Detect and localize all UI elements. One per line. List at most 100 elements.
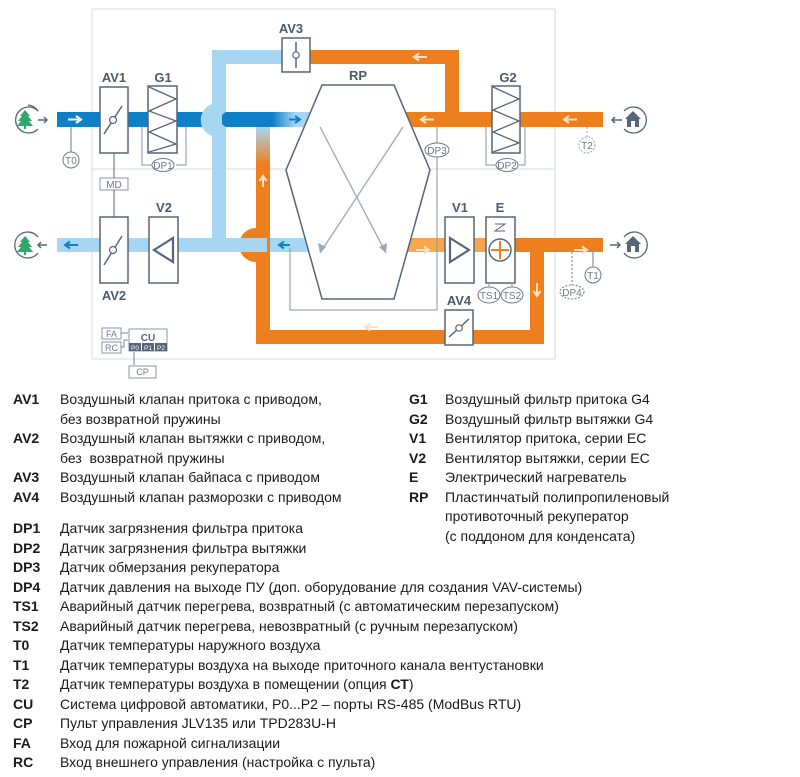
legend-code: T2 <box>13 676 30 692</box>
legend-item: (с поддоном для конденсата) <box>409 527 669 547</box>
fan-v2[interactable]: V2 <box>148 200 179 284</box>
svg-text:DP1: DP1 <box>153 161 173 172</box>
legend-description: Датчик давления на выходе ПУ (доп. обору… <box>60 578 583 595</box>
legend-code: T0 <box>13 637 30 653</box>
legend-code <box>13 410 60 430</box>
svg-text:T2: T2 <box>581 141 593 152</box>
svg-text:DP4: DP4 <box>562 288 582 299</box>
svg-text:CP: CP <box>136 367 149 377</box>
legend-code: TS2 <box>13 617 39 634</box>
port-p0: P0 <box>131 345 139 352</box>
legend-description: Датчик температуры воздуха в помещении (… <box>60 676 414 692</box>
flow-arrows <box>63 52 589 332</box>
damper-av1[interactable]: AV1 <box>99 70 129 154</box>
legend-description: Вентилятор вытяжки, серии EC <box>445 449 650 466</box>
legend-code: RP <box>409 488 429 505</box>
legend-item: G2 Воздушный фильтр вытяжки G4 <box>409 410 669 430</box>
legend-valves: AV1 Воздушный клапан притока с приводом, б… <box>13 390 342 507</box>
outdoor-air-exhaust-tree-icon <box>14 231 47 259</box>
svg-text:MD: MD <box>106 180 122 191</box>
legend-description: без возвратной пружины <box>60 410 221 427</box>
control-unit-cu[interactable]: CU P0 P1 P2 <box>128 328 168 352</box>
svg-text:AV3: AV3 <box>279 21 303 36</box>
input-fa: FA <box>101 327 122 340</box>
defrost-riser <box>256 127 270 202</box>
legend-code: DP1 <box>13 520 41 536</box>
legend-description: Датчик обмерзания рекуператора <box>60 559 280 575</box>
svg-text:G2: G2 <box>499 70 516 85</box>
legend-item: AV1 Воздушный клапан притока с приводом, <box>13 390 342 410</box>
legend-code: AV4 <box>13 488 40 505</box>
legend-description: Датчик загрязнения фильтра вытяжки <box>60 539 307 556</box>
svg-text:DP3: DP3 <box>427 146 447 157</box>
legend-code: AV1 <box>13 391 40 407</box>
filter-g2[interactable]: G2 <box>491 70 521 154</box>
svg-text:CU: CU <box>141 333 155 344</box>
damper-av2[interactable]: AV2 <box>99 216 129 303</box>
legend-description: Датчик температуры воздуха на выходе при… <box>60 656 544 673</box>
legend-description: без возвратной пружины <box>60 449 225 466</box>
svg-text:AV2: AV2 <box>102 288 126 303</box>
heater-e[interactable]: E <box>485 200 516 284</box>
input-rc: RC <box>101 341 122 354</box>
legend-code: V1 <box>409 430 427 446</box>
port-p2: P2 <box>157 345 165 352</box>
legend-item: противоточный рекуператор <box>409 507 669 527</box>
svg-text:TS1: TS1 <box>480 291 499 302</box>
legend-code: DP2 <box>13 539 41 556</box>
legend-description: Воздушный фильтр вытяжки G4 <box>445 410 654 427</box>
bypass-duct-exhaust <box>310 50 459 64</box>
sensor-dp1: DP1 <box>151 158 175 172</box>
legend-code: FA <box>13 734 31 751</box>
room-air-intake-house-icon <box>610 106 647 134</box>
legend-code: CP <box>13 715 33 731</box>
recuperator-rp <box>285 84 431 300</box>
legend-description: Вентилятор притока, серии EC <box>445 430 647 446</box>
svg-text:V2: V2 <box>156 200 172 215</box>
legend-description: Воздушный клапан притока с приводом, <box>60 391 322 407</box>
legend-code: TS1 <box>13 598 39 614</box>
outdoor-air-intake-tree-icon <box>15 104 49 134</box>
sensor-t2: T2 <box>578 136 596 154</box>
sensor-ts2: TS2 <box>500 286 524 304</box>
legend-item: V1 Вентилятор притока, серии EC <box>409 429 669 449</box>
supply-crossover <box>200 104 226 245</box>
legend-item: T2 Датчик температуры воздуха в помещении… <box>13 675 582 695</box>
legend-code: G2 <box>409 410 428 427</box>
svg-text:T1: T1 <box>587 271 599 282</box>
rp-label: RP <box>349 68 367 83</box>
port-p1: P1 <box>144 345 152 352</box>
legend-description: Система цифровой автоматики, P0...P2 – п… <box>60 695 522 712</box>
supply-duct-to-rp <box>222 112 314 127</box>
legend-code: G1 <box>409 391 428 407</box>
svg-text:T0: T0 <box>65 156 77 167</box>
damper-av4[interactable]: AV4 <box>444 293 474 346</box>
filter-g1[interactable]: G1 <box>147 70 178 154</box>
svg-text:AV4: AV4 <box>447 293 472 308</box>
svg-text:TS2: TS2 <box>503 291 522 302</box>
legend-description: Воздушный клапан разморозки с приводом <box>60 488 342 505</box>
sensor-dp4: DP4 <box>559 284 585 300</box>
legend-item: RC Вход внешнего управления (настройка с … <box>13 753 582 773</box>
fan-v1[interactable]: V1 <box>444 200 475 284</box>
legend-code: RC <box>13 754 34 770</box>
damper-av3[interactable]: AV3 <box>279 21 311 73</box>
defrost-return-duct <box>256 330 544 344</box>
svg-text:AV1: AV1 <box>102 70 126 85</box>
room-air-supply-house-icon <box>610 231 648 259</box>
legend-code <box>13 449 60 469</box>
legend-item: DP2 Датчик загрязнения фильтра вытяжки <box>13 539 582 559</box>
legend-code: AV2 <box>13 430 40 446</box>
legend-description: Вход внешнего управления (настройка с пу… <box>60 754 376 770</box>
